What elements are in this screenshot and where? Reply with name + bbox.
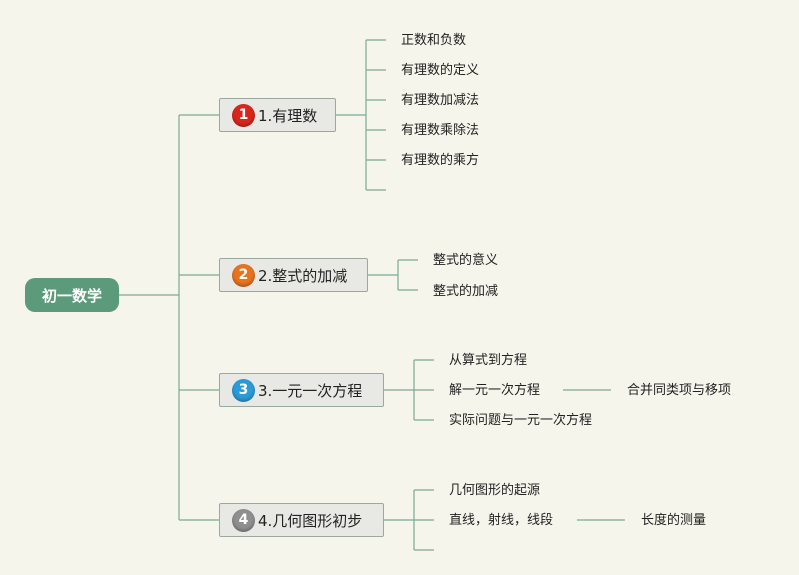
leaf-node[interactable]: 直线，射线，线段 <box>449 513 554 528</box>
leaf-node[interactable]: 整式的意义 <box>433 253 499 268</box>
badge-3-icon: 3 <box>232 378 255 402</box>
sub-leaf-node[interactable]: 合并同类项与移项 <box>627 383 732 398</box>
leaf-node[interactable]: 有理数的定义 <box>401 63 480 78</box>
topic-node-linear-equation[interactable]: 3 3.一元一次方程 <box>219 373 384 407</box>
leaf-node[interactable]: 几何图形的起源 <box>449 483 541 498</box>
root-label: 初一数学 <box>41 286 102 305</box>
topic-label: 2.整式的加减 <box>258 266 348 285</box>
leaf-node[interactable]: 有理数乘除法 <box>401 123 480 138</box>
sub-leaf-node[interactable]: 长度的测量 <box>641 513 707 528</box>
root-node[interactable]: 初一数学 <box>25 278 119 312</box>
topic-node-rational-numbers[interactable]: 1 1.有理数 <box>219 98 336 132</box>
leaf-node[interactable]: 有理数的乘方 <box>401 153 480 168</box>
leaf-node[interactable]: 实际问题与一元一次方程 <box>449 413 593 428</box>
topic-node-geometry[interactable]: 4 4.几何图形初步 <box>219 503 384 537</box>
leaf-node[interactable]: 整式的加减 <box>433 284 499 299</box>
topic-label: 3.一元一次方程 <box>258 381 363 400</box>
leaf-node[interactable]: 从算式到方程 <box>449 353 528 368</box>
leaf-node[interactable]: 解一元一次方程 <box>449 383 541 398</box>
leaf-node[interactable]: 有理数加减法 <box>401 93 480 108</box>
topic-node-polynomial-add-sub[interactable]: 2 2.整式的加减 <box>219 258 368 292</box>
topic-label: 1.有理数 <box>258 106 318 125</box>
topic-label: 4.几何图形初步 <box>258 511 363 530</box>
badge-2-icon: 2 <box>232 263 255 287</box>
badge-4-icon: 4 <box>232 508 255 532</box>
badge-1-icon: 1 <box>232 103 255 127</box>
leaf-node[interactable]: 正数和负数 <box>401 33 467 48</box>
